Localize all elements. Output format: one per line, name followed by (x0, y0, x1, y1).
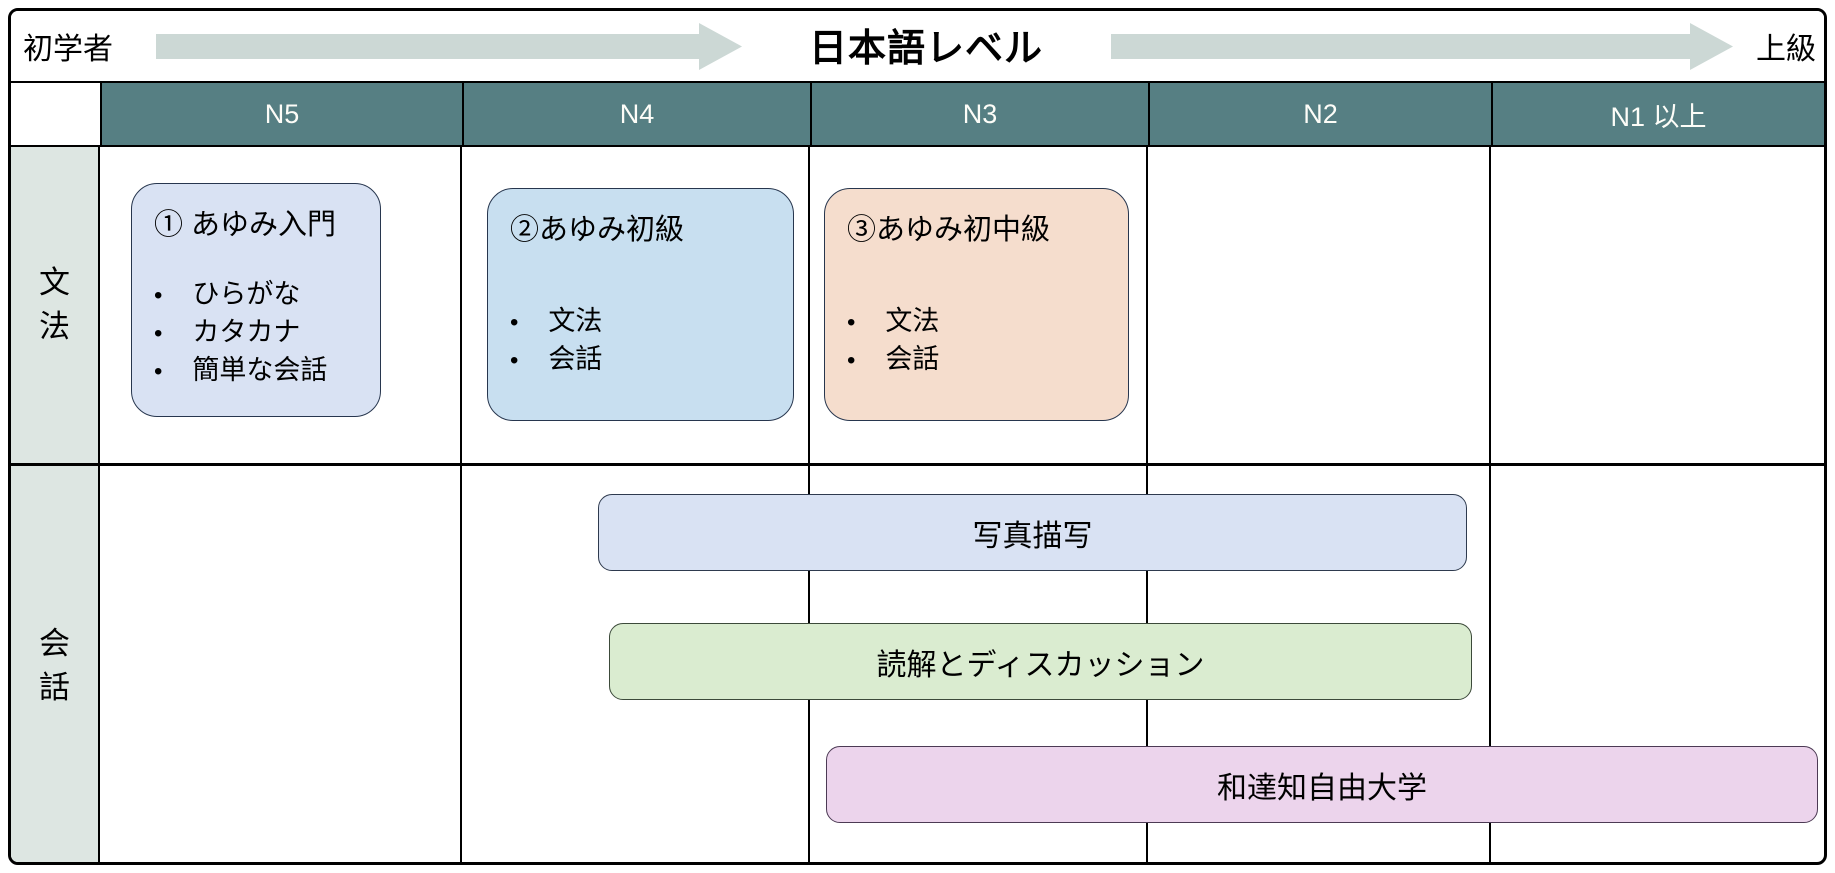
bar-label: 読解とディスカッション (876, 648, 1205, 682)
bullet-text: 簡単な会話 (192, 355, 328, 385)
bullet-dot-icon: • (154, 320, 163, 347)
bullet-dot-icon: • (510, 309, 519, 336)
table-frame: 初学者 日本語レベル 上級 N5 N4 N3 N2 N1 以上 文法 会話 (8, 8, 1827, 865)
column-divider (1489, 463, 1491, 862)
bullet-text: ひらがな (192, 279, 301, 309)
page-title: 日本語レベル (808, 28, 1043, 70)
column-header-n2: N2 (1148, 83, 1491, 145)
bullet-item: • 文法 (847, 303, 1110, 341)
row-label-conversation: 会話 (11, 463, 100, 862)
card-ayumi-pre-intermediate: ③あゆみ初中級 • 文法 • 会話 (824, 188, 1129, 421)
bar-photo-description: 写真描写 (598, 494, 1467, 571)
header-band: 初学者 日本語レベル 上級 (11, 11, 1824, 81)
column-header-n3: N3 (810, 83, 1148, 145)
bar-label: 和達知自由大学 (1217, 771, 1427, 805)
column-header-n5: N5 (100, 83, 462, 145)
column-divider (808, 147, 810, 463)
level-arrow-left (156, 34, 699, 59)
bullet-item: • 簡単な会話 (154, 352, 362, 390)
advanced-label: 上級 (1756, 33, 1816, 66)
bullet-item: • ひらがな (154, 276, 362, 314)
level-arrow-right-head-icon (1690, 23, 1733, 70)
bullet-dot-icon: • (510, 347, 519, 374)
card-ayumi-intro: ① あゆみ入門 • ひらがな • カタカナ • 簡単な会話 (131, 183, 381, 417)
column-divider (460, 463, 462, 862)
bullet-text: カタカナ (192, 317, 301, 347)
bullet-item: • 会話 (510, 341, 775, 379)
column-header-n1-plus: N1 以上 (1491, 83, 1824, 145)
card-title: ① あゆみ入門 (154, 209, 337, 241)
level-arrow-left-head-icon (699, 23, 742, 70)
bullet-dot-icon: • (154, 358, 163, 385)
card-title: ②あゆみ初級 (510, 214, 685, 246)
column-divider (460, 147, 462, 463)
card-title: ③あゆみ初中級 (847, 214, 1051, 246)
column-header-n4: N4 (462, 83, 810, 145)
card-ayumi-beginner: ②あゆみ初級 • 文法 • 会話 (487, 188, 794, 421)
row-label-conversation-text: 会話 (39, 625, 70, 705)
row-label-grammar: 文法 (11, 147, 100, 463)
bullet-item: • 会話 (847, 341, 1110, 379)
column-header-empty (11, 83, 100, 145)
bar-wadachi-liberty-university: 和達知自由大学 (826, 746, 1818, 823)
level-arrow-right (1111, 34, 1690, 59)
column-divider (1489, 147, 1491, 463)
column-header-row: N5 N4 N3 N2 N1 以上 (11, 81, 1824, 147)
bar-label: 写真描写 (972, 519, 1093, 553)
bullet-text: 文法 (548, 306, 603, 336)
bullet-text: 会話 (548, 344, 603, 374)
column-divider (1146, 147, 1148, 463)
beginner-label: 初学者 (23, 33, 113, 66)
bullet-dot-icon: • (847, 347, 856, 374)
bullet-item: • カタカナ (154, 314, 362, 352)
row-label-grammar-text: 文法 (39, 265, 70, 344)
bullet-dot-icon: • (154, 282, 163, 309)
row-divider (11, 463, 1824, 466)
bullet-text: 会話 (885, 344, 940, 374)
bullet-text: 文法 (885, 306, 940, 336)
bullet-item: • 文法 (510, 303, 775, 341)
bar-reading-and-discussion: 読解とディスカッション (609, 623, 1472, 700)
bullet-dot-icon: • (847, 309, 856, 336)
